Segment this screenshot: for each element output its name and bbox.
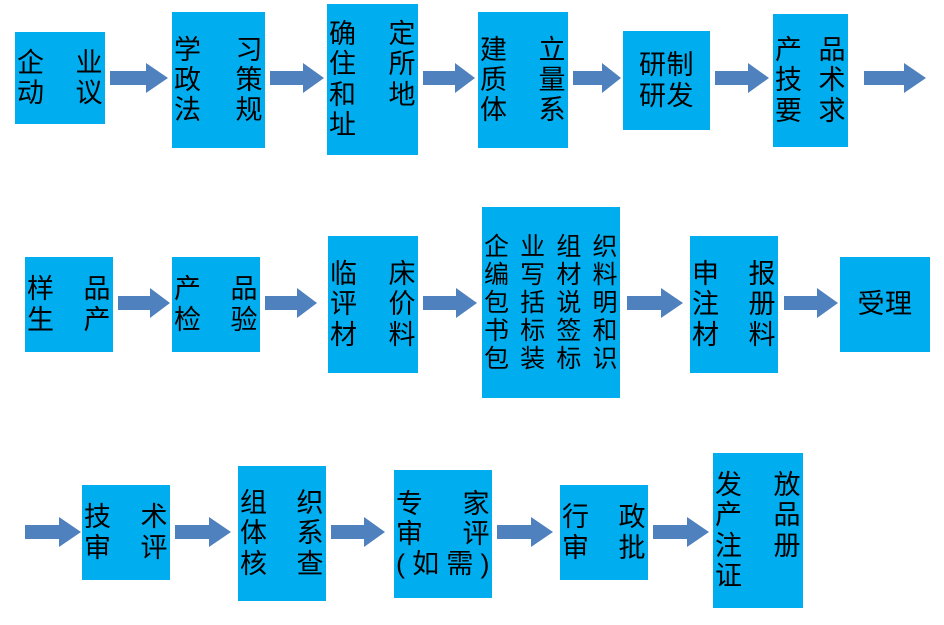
flow-node-shouli[interactable]: 受理: [840, 257, 930, 352]
flow-node-chanpin-jishu-yaoqiu[interactable]: 产品 技术 要求: [773, 14, 848, 147]
flow-node-shenbao-zhuce-cailiao[interactable]: 申报 注册 材料: [690, 236, 778, 373]
flow-node-label: 企业 动议: [17, 47, 103, 108]
flow-arrow-13: [175, 517, 231, 547]
flow-node-label: 产品 检验: [174, 274, 258, 335]
flow-arrow-12-wrap-in: [25, 517, 81, 547]
flow-node-linchuang-pingjia-cailiao[interactable]: 临床 评价 材料: [328, 236, 418, 373]
flow-node-yangpin-shengchan[interactable]: 样品 生产: [25, 257, 113, 352]
flow-node-label: 组织 体系 核查: [240, 488, 324, 579]
flow-node-label: 建立 质量 体系: [480, 34, 566, 126]
flow-arrow-10: [627, 288, 683, 318]
flow-arrow-2: [270, 63, 324, 93]
flow-arrow-3: [423, 63, 475, 93]
flow-node-label: 受理: [857, 289, 913, 320]
flow-node-xingzheng-shenpi[interactable]: 行政 审批: [560, 485, 648, 580]
flow-node-label: 申报 注册 材料: [692, 259, 776, 350]
flow-node-chanpin-jianyan[interactable]: 产品 检验: [172, 257, 260, 352]
flow-arrow-14: [331, 517, 385, 547]
flow-node-label: 专家 审评 (如需): [396, 488, 490, 580]
flow-node-label: 样品 生产: [27, 274, 111, 335]
flow-node-yanzhi-yanfa[interactable]: 研制 研发: [623, 31, 710, 130]
flow-node-qiye-dongyi[interactable]: 企业 动议: [15, 32, 105, 124]
flow-node-label: 临床 评价 材料: [330, 259, 416, 350]
flow-node-zuzhi-tixi-hecha[interactable]: 组织 体系 核查: [238, 466, 326, 601]
flow-node-label: 企业组织 编写材料 包括说明 书标签和 包装标识: [484, 232, 618, 373]
flow-arrow-16: [653, 517, 709, 547]
flow-node-label: 产品 技术 要求: [775, 35, 846, 126]
flow-node-queding-zhusuo-dizhi[interactable]: 确定 住所 和地 址: [327, 4, 418, 155]
flow-node-label: 确定 住所 和地 址: [329, 19, 416, 140]
flow-arrow-15: [497, 517, 553, 547]
flow-node-label: 研制 研发: [639, 50, 694, 111]
flow-node-fafang-chanpin-zhucezheng[interactable]: 发放 产品 注册 证: [713, 453, 803, 608]
flow-node-xuexi-zhengce-fagui[interactable]: 学习 政策 法规: [172, 12, 265, 148]
flow-node-jianli-zhiliang-tixi[interactable]: 建立 质量 体系: [478, 12, 568, 148]
flow-node-jishu-shenping[interactable]: 技术 审评: [82, 485, 170, 580]
flow-node-label: 技术 审评: [84, 502, 168, 563]
flow-node-label: 学习 政策 法规: [174, 34, 263, 126]
flow-arrow-9: [423, 288, 477, 318]
flow-arrow-6-wrap-out: [864, 63, 926, 93]
flow-arrow-4: [573, 63, 621, 93]
flow-arrow-5: [715, 63, 769, 93]
flow-arrow-1: [110, 63, 168, 93]
flow-arrow-8: [265, 288, 317, 318]
flow-node-label: 发放 产品 注册 证: [715, 470, 801, 591]
flow-node-label: 行政 审批: [562, 502, 646, 563]
flow-arrow-11: [784, 288, 838, 318]
flow-arrow-7: [118, 288, 170, 318]
flow-node-qiye-zuzhi-bianxie-cailiao[interactable]: 企业组织 编写材料 包括说明 书标签和 包装标识: [482, 207, 620, 398]
flow-node-zhuanjia-shenping[interactable]: 专家 审评 (如需): [394, 470, 492, 598]
